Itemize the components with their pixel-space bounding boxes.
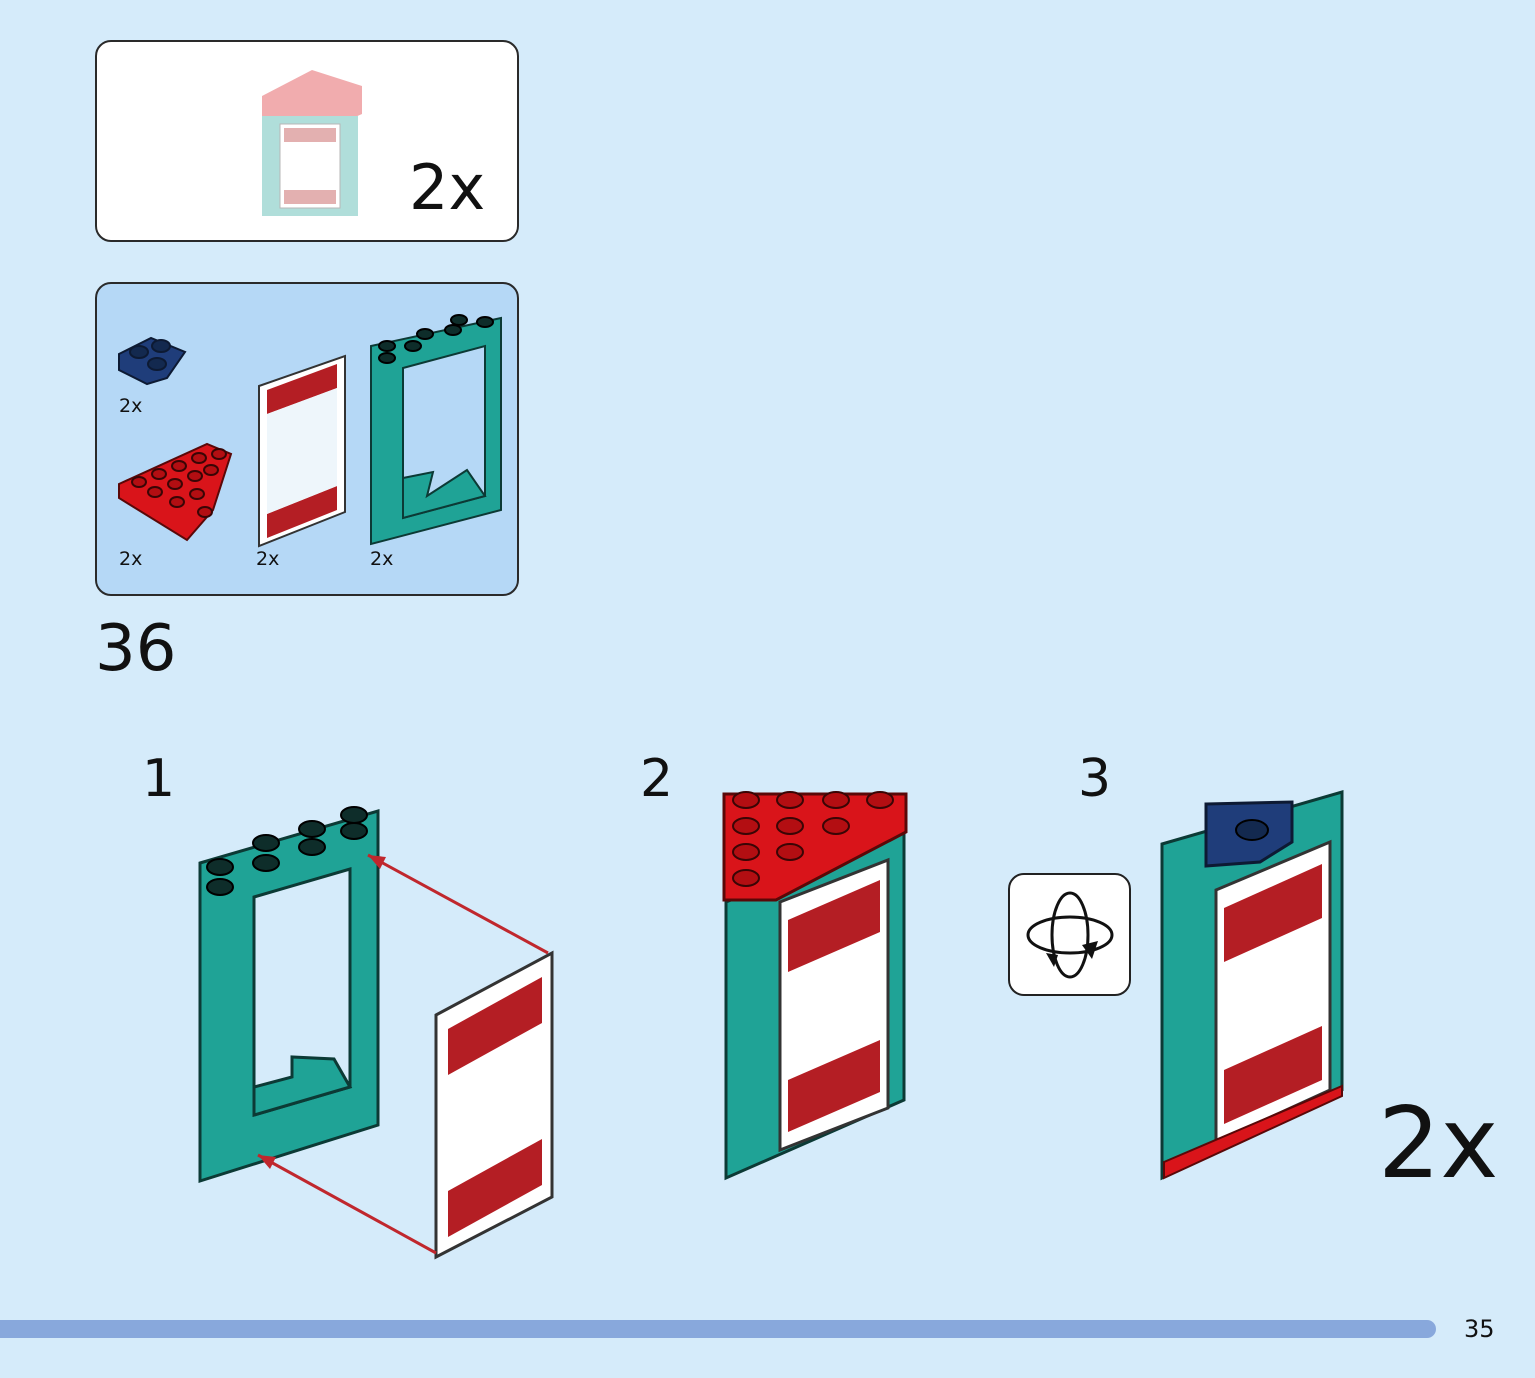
rotate-model-callout bbox=[1008, 873, 1131, 996]
door-frame-quantity: 2x bbox=[370, 548, 394, 570]
substep-2-number: 2 bbox=[640, 749, 674, 809]
progress-bar bbox=[0, 1320, 1436, 1338]
teal-door-frame bbox=[370, 314, 502, 546]
rotate-model-icon bbox=[1026, 891, 1114, 979]
substep-1-number: 1 bbox=[142, 749, 176, 809]
substep-1-illustration bbox=[198, 806, 554, 1260]
substep-3-illustration bbox=[1160, 790, 1344, 1181]
repeat-quantity: 2x bbox=[1378, 1087, 1499, 1201]
step-number: 36 bbox=[95, 612, 177, 686]
result-callout: 2x bbox=[95, 40, 519, 242]
result-quantity: 2x bbox=[409, 151, 486, 224]
substep-2-illustration bbox=[722, 791, 908, 1181]
dark-blue-wedge-plate bbox=[118, 336, 187, 386]
dark-blue-wedge-quantity: 2x bbox=[119, 395, 143, 417]
decorated-window-panel bbox=[258, 354, 346, 548]
substep-3-number: 3 bbox=[1078, 749, 1112, 809]
red-wedge-plate bbox=[118, 442, 233, 542]
red-wedge-quantity: 2x bbox=[119, 548, 143, 570]
window-panel-quantity: 2x bbox=[256, 548, 280, 570]
faded-assembly-preview bbox=[262, 70, 362, 216]
page-number: 35 bbox=[1464, 1315, 1495, 1343]
parts-list: 2x 2x 2x 2x bbox=[95, 282, 519, 596]
